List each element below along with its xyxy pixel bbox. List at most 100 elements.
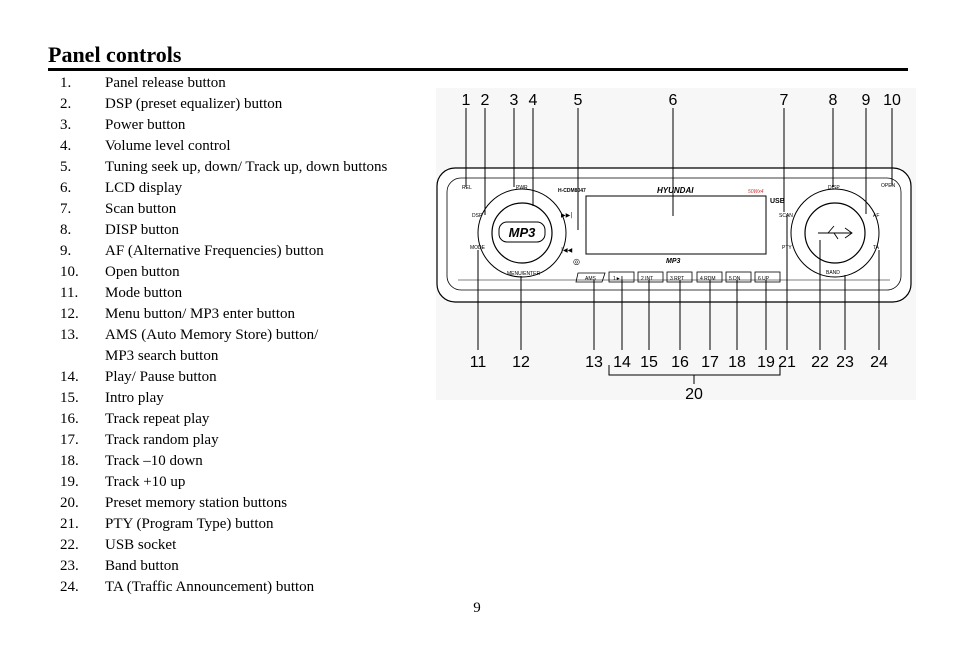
control-item-number: 20. bbox=[60, 495, 79, 511]
control-item-number: 15. bbox=[60, 390, 79, 406]
control-item: 2.DSP (preset equalizer) button bbox=[60, 94, 387, 115]
label-af: AF bbox=[873, 213, 879, 219]
callout-number: 15 bbox=[640, 354, 658, 371]
control-item-text: Track random play bbox=[105, 432, 219, 448]
panel-diagram: MP3 REL PWR H-CDM8047 HYUNDAI 50Wx4 DISP… bbox=[436, 88, 916, 400]
control-item: 17.Track random play bbox=[60, 430, 387, 451]
label-brand: HYUNDAI bbox=[657, 186, 694, 195]
control-item: 24. TA (Traffic Announcement) button bbox=[60, 577, 387, 598]
control-item-text: Scan button bbox=[105, 201, 177, 217]
preset-button-2[interactable] bbox=[637, 271, 664, 283]
control-item-text: AMS (Auto Memory Store) button/ bbox=[105, 327, 319, 343]
control-item-text: AF (Alternative Frequencies) button bbox=[105, 243, 324, 259]
callout-number: 18 bbox=[728, 354, 746, 371]
seek-up-icon: ▶▶| bbox=[561, 212, 572, 219]
control-item: 20. Preset memory station buttons bbox=[60, 493, 387, 514]
callout-number: 4 bbox=[529, 92, 538, 109]
mp3-badge-text: MP3 bbox=[509, 225, 537, 240]
control-item-number: 19. bbox=[60, 474, 79, 490]
panel-controls-list: 1. Panel release button 2.DSP (preset equa… bbox=[60, 73, 387, 598]
control-item: 18.Track –10 down bbox=[60, 451, 387, 472]
label-ta: TA bbox=[873, 245, 880, 251]
control-item-number: 13. bbox=[60, 327, 79, 343]
control-item-text: Panel release button bbox=[105, 75, 226, 91]
callout-number: 16 bbox=[671, 354, 689, 371]
control-item-number: 12. bbox=[60, 306, 79, 322]
control-item-number: 8. bbox=[60, 222, 72, 238]
control-item-text: Track repeat play bbox=[105, 411, 210, 427]
volume-knob bbox=[491, 202, 553, 264]
control-item: 4. Volume level control bbox=[60, 136, 387, 157]
control-item: 22.USB socket bbox=[60, 535, 387, 556]
control-item-number: 21. bbox=[60, 516, 79, 532]
control-item-text: TA (Traffic Announcement) button bbox=[105, 579, 315, 595]
label-menu-enter: MENU/ENTER bbox=[507, 271, 540, 277]
label-open: OPEN bbox=[881, 183, 896, 189]
label-mp3-logo: MP3 bbox=[666, 258, 681, 265]
label-dsp: DSP bbox=[472, 213, 483, 219]
lcd-display bbox=[585, 195, 767, 255]
control-item: 3.Power button bbox=[60, 115, 387, 136]
control-item: 5.Tuning seek up, down/ Track up, down b… bbox=[60, 157, 387, 178]
control-item-number: 11. bbox=[60, 285, 79, 301]
callout-number: 13 bbox=[585, 354, 603, 371]
mp3-badge-box bbox=[498, 221, 546, 243]
control-item: 16.Track repeat play bbox=[60, 409, 387, 430]
control-item: 23.Band button bbox=[60, 556, 387, 577]
label-power-rating: 50Wx4 bbox=[748, 189, 764, 195]
faceplate-outer bbox=[436, 167, 912, 303]
control-item-text: Open button bbox=[105, 264, 180, 280]
control-item-number: 10. bbox=[60, 264, 79, 280]
usb-socket-surround bbox=[804, 202, 866, 264]
control-item-number: 18. bbox=[60, 453, 79, 469]
control-item-text: Mode button bbox=[105, 285, 183, 301]
control-item-number: 4. bbox=[60, 138, 72, 154]
control-item: 10. Open button bbox=[60, 262, 387, 283]
right-knob-ring bbox=[790, 188, 880, 278]
control-item-text: DISP button bbox=[105, 222, 180, 238]
callout-number: 21 bbox=[778, 354, 796, 371]
control-item-text: Volume level control bbox=[105, 138, 231, 154]
callout-number: 17 bbox=[701, 354, 719, 371]
callout-number: 11 bbox=[470, 354, 487, 371]
callout-number: 24 bbox=[870, 354, 888, 371]
label-preset-6: 6 UP bbox=[758, 276, 770, 282]
control-item-text: Track +10 up bbox=[105, 474, 186, 490]
heading-rule bbox=[48, 68, 908, 71]
control-item: 6.LCD display bbox=[60, 178, 387, 199]
control-item-number: 6. bbox=[60, 180, 72, 196]
label-scan: SCAN bbox=[779, 213, 793, 219]
control-item-text: Preset memory station buttons bbox=[105, 495, 288, 511]
control-item-number: 1. bbox=[60, 75, 72, 91]
control-item: 15.Intro play bbox=[60, 388, 387, 409]
control-item-text: Tuning seek up, down/ Track up, down but… bbox=[105, 159, 388, 175]
control-item-number: 24. bbox=[60, 579, 79, 595]
control-item-text: DSP (preset equalizer) button bbox=[105, 96, 283, 112]
callout-number: 1 bbox=[462, 92, 471, 109]
preset-bracket bbox=[608, 365, 781, 384]
preset-button-5[interactable] bbox=[725, 271, 752, 283]
control-item-number: 3. bbox=[60, 117, 72, 133]
control-item-number: 9. bbox=[60, 243, 72, 259]
label-ams: AMS bbox=[585, 276, 597, 282]
callout-number: 10 bbox=[883, 92, 901, 109]
callout-20: 20 bbox=[685, 386, 703, 400]
control-item: 9. AF (Alternative Frequencies) button bbox=[60, 241, 387, 262]
callout-number: 19 bbox=[757, 354, 775, 371]
preset-button-6[interactable] bbox=[754, 271, 781, 283]
control-item: 7. Scan button bbox=[60, 199, 387, 220]
control-item: 14.Play/ Pause button bbox=[60, 367, 387, 388]
callout-number: 23 bbox=[836, 354, 854, 371]
control-item: 1. Panel release button bbox=[60, 73, 387, 94]
control-item-number: 7. bbox=[60, 201, 72, 217]
callout-number: 3 bbox=[510, 92, 519, 109]
control-item: 11. Mode button bbox=[60, 283, 387, 304]
seek-down-icon: |◀◀ bbox=[561, 247, 573, 254]
cd-logo-icon: ◎ bbox=[573, 257, 580, 266]
label-mode: MODE bbox=[470, 245, 486, 251]
control-item-text: PTY (Program Type) button bbox=[105, 516, 274, 532]
label-preset-4: 4 RDM bbox=[700, 276, 716, 282]
control-item-text: Play/ Pause button bbox=[105, 369, 217, 385]
